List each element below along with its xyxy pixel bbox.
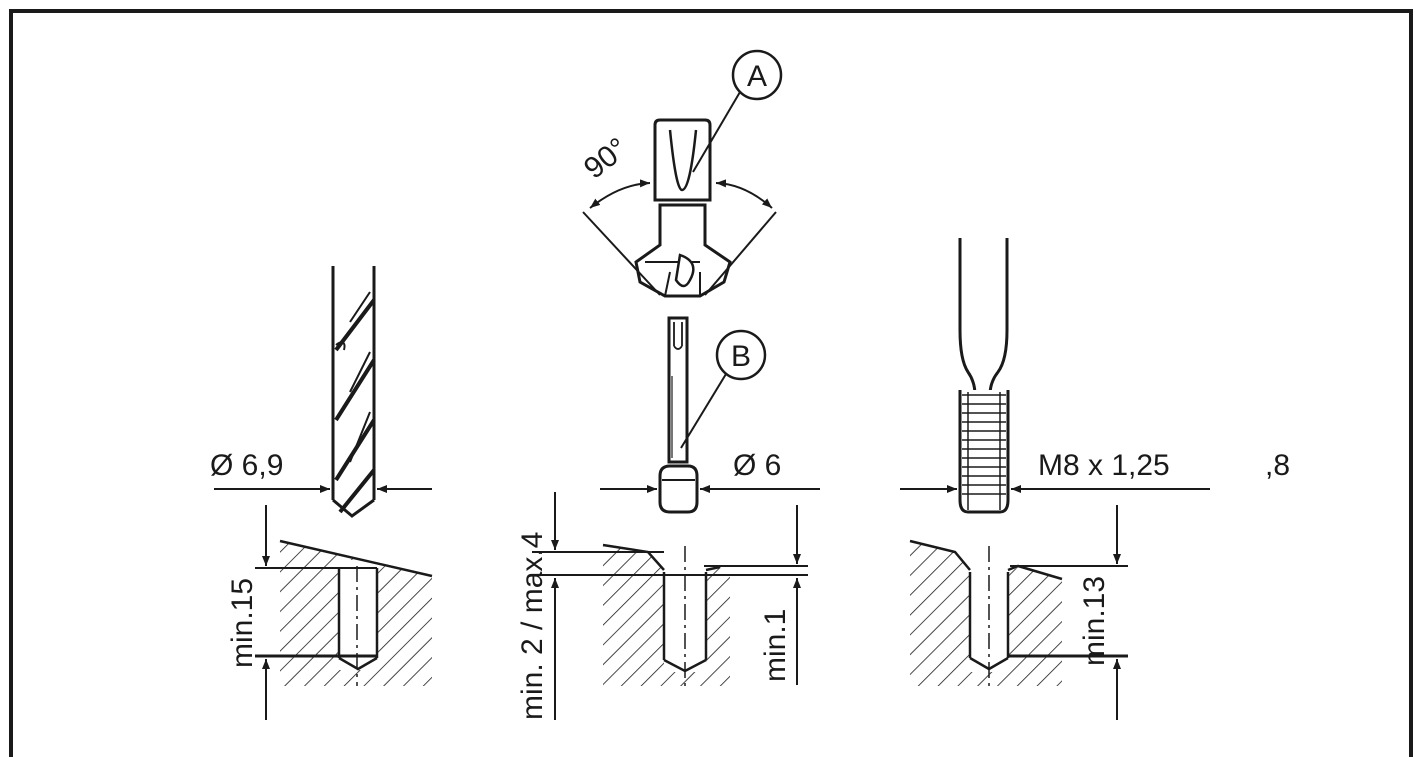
countersink-tool [634,118,732,298]
pin-diameter-dimension: Ø 6 [600,449,820,493]
angle-label: 90° [578,132,634,186]
thread-label: M8 x 1,25 [1038,449,1170,482]
thread-tap [958,238,1010,514]
thread-dimension: M8 x 1,25 ,8 [900,449,1290,493]
callout-b-label: B [731,340,751,373]
callout-a-label: A [747,60,767,93]
drawing-frame [9,9,1413,757]
pin-diameter-label: Ø 6 [733,449,781,482]
countersunk-hole-section [532,492,808,720]
depth-pin-label: min.1 [759,609,792,682]
drill-diameter-label: Ø 6,9 [210,449,283,482]
drill-bit [331,266,376,518]
callout-a: A [692,49,783,173]
angle-dimension [582,179,777,296]
threaded-hole-section [909,505,1128,720]
drilled-hole-section [255,505,433,720]
depth-thread-label: min.13 [1078,576,1111,666]
thread-suffix-label: ,8 [1265,449,1290,482]
callout-b: B [680,329,767,449]
drill-diameter-dimension: Ø 6,9 [210,449,432,493]
depth-countersink-label: min. 2 / max.4 [516,532,549,720]
locating-pin [658,316,699,514]
depth-drill-label: min.15 [226,578,259,668]
